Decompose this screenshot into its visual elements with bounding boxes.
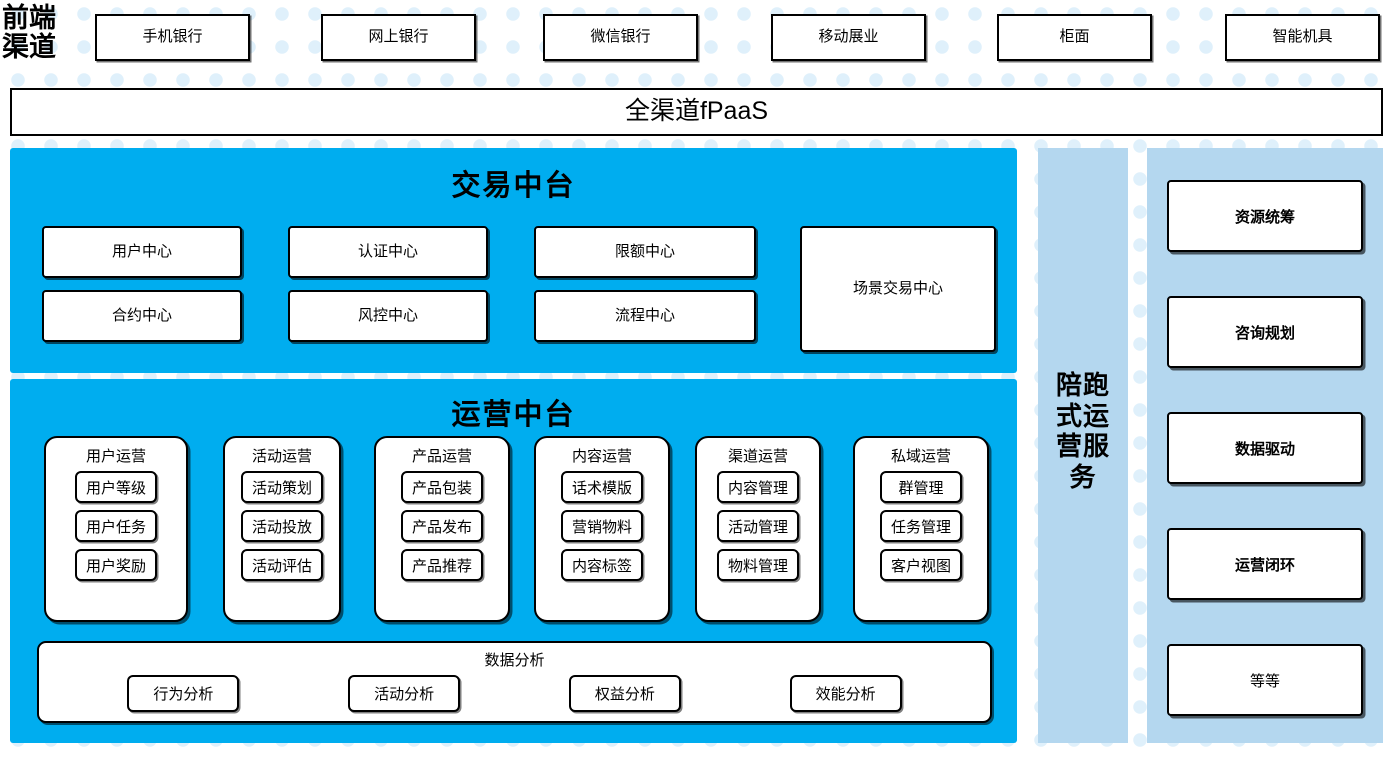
operation-item[interactable]: 内容标签	[561, 549, 643, 581]
data-analysis-item[interactable]: 权益分析	[568, 675, 681, 712]
front-channel-label: 前端 渠道	[2, 3, 82, 63]
operation-item[interactable]: 活动评估	[241, 549, 323, 581]
service-column-label-line4: 务	[1069, 462, 1097, 493]
operation-group-title: 内容运营	[571, 448, 632, 465]
operation-group-user[interactable]: 用户运营 用户等级 用户任务 用户奖励	[44, 436, 188, 622]
front-channel-label-line2: 渠道	[2, 32, 56, 63]
operation-item[interactable]: 产品推荐	[401, 549, 483, 581]
operation-group-items: 内容管理 活动管理 物料管理	[697, 471, 819, 589]
trade-box-risk-center[interactable]: 风控中心	[288, 290, 488, 342]
trade-box-scenario-center[interactable]: 场景交易中心	[800, 226, 996, 352]
data-analysis-item[interactable]: 行为分析	[127, 675, 240, 712]
operation-group-items: 活动策划 活动投放 活动评估	[225, 471, 339, 589]
capability-card-consulting[interactable]: 咨询规划	[1167, 296, 1363, 368]
trade-box-contract-center[interactable]: 合约中心	[42, 290, 242, 342]
service-column-label-line1: 陪跑	[1055, 370, 1110, 400]
operation-platform-panel: 运营中台 用户运营 用户等级 用户任务 用户奖励 活动运营 活动策划 活动投放 …	[10, 379, 1017, 743]
operation-item[interactable]: 话术模版	[561, 471, 643, 503]
operation-group-title: 活动运营	[251, 448, 312, 465]
operation-group-private-domain[interactable]: 私域运营 群管理 任务管理 客户视图	[853, 436, 989, 622]
operation-item[interactable]: 活动管理	[717, 510, 799, 542]
operation-group-title: 产品运营	[411, 448, 472, 465]
operation-item[interactable]: 群管理	[880, 471, 962, 503]
trade-box-process-center[interactable]: 流程中心	[534, 290, 756, 342]
operation-item[interactable]: 用户任务	[75, 510, 157, 542]
channel-box-smart-machine[interactable]: 智能机具	[1225, 14, 1380, 61]
operation-group-product[interactable]: 产品运营 产品包装 产品发布 产品推荐	[374, 436, 510, 622]
operation-group-title: 用户运营	[85, 448, 146, 465]
data-analysis-items: 行为分析 活动分析 权益分析 效能分析	[39, 675, 990, 712]
operation-group-activity[interactable]: 活动运营 活动策划 活动投放 活动评估	[223, 436, 341, 622]
operation-group-items: 话术模版 营销物料 内容标签	[536, 471, 668, 589]
trade-box-limit-center[interactable]: 限额中心	[534, 226, 756, 278]
operation-group-content[interactable]: 内容运营 话术模版 营销物料 内容标签	[534, 436, 670, 622]
operation-group-items: 产品包装 产品发布 产品推荐	[376, 471, 508, 589]
service-column-label-line3: 营服	[1055, 431, 1110, 462]
trade-platform-panel: 交易中台 用户中心 认证中心 限额中心 合约中心 风控中心 流程中心 场景交易中…	[10, 148, 1017, 373]
operation-group-items: 群管理 任务管理 客户视图	[855, 471, 987, 589]
trade-box-auth-center[interactable]: 认证中心	[288, 226, 488, 278]
operation-item[interactable]: 营销物料	[561, 510, 643, 542]
operation-group-channel[interactable]: 渠道运营 内容管理 活动管理 物料管理	[695, 436, 821, 622]
fpaas-bar[interactable]: 全渠道fPaaS	[10, 88, 1383, 136]
service-column-label: 陪跑 式运 营服 务	[1038, 370, 1128, 493]
channel-box-wechat-bank[interactable]: 微信银行	[543, 14, 698, 61]
capability-card-etc[interactable]: 等等	[1167, 644, 1363, 716]
front-channel-label-line1: 前端	[2, 3, 56, 33]
operation-item[interactable]: 客户视图	[880, 549, 962, 581]
trade-platform-title: 交易中台	[451, 170, 576, 202]
operation-group-title: 渠道运营	[727, 448, 788, 465]
service-column-label-line2: 式运	[1055, 400, 1110, 431]
operation-item[interactable]: 用户等级	[75, 471, 157, 503]
operation-item[interactable]: 任务管理	[880, 510, 962, 542]
channel-box-mobile-biz[interactable]: 移动展业	[771, 14, 926, 61]
channel-box-counter[interactable]: 柜面	[997, 14, 1152, 61]
capability-card-resource[interactable]: 资源统筹	[1167, 180, 1363, 252]
right-capability-panel: 资源统筹 咨询规划 数据驱动 运营闭环 等等	[1147, 148, 1383, 743]
data-analysis-item[interactable]: 活动分析	[348, 675, 461, 712]
operation-item[interactable]: 物料管理	[717, 549, 799, 581]
operation-platform-title: 运营中台	[451, 399, 576, 431]
operation-item[interactable]: 内容管理	[717, 471, 799, 503]
capability-card-data-driven[interactable]: 数据驱动	[1167, 412, 1363, 484]
data-analysis-title: 数据分析	[484, 652, 545, 669]
operation-group-title: 私域运营	[890, 448, 951, 465]
operation-item[interactable]: 产品包装	[401, 471, 483, 503]
capability-card-closed-loop[interactable]: 运营闭环	[1167, 528, 1363, 600]
operation-item[interactable]: 活动策划	[241, 471, 323, 503]
data-analysis-panel[interactable]: 数据分析 行为分析 活动分析 权益分析 效能分析	[37, 641, 992, 723]
operation-item[interactable]: 活动投放	[241, 510, 323, 542]
operation-item[interactable]: 用户奖励	[75, 549, 157, 581]
operation-group-items: 用户等级 用户任务 用户奖励	[46, 471, 186, 589]
channel-box-online-bank[interactable]: 网上银行	[321, 14, 476, 61]
service-column-panel: 陪跑 式运 营服 务	[1038, 148, 1128, 743]
operation-item[interactable]: 产品发布	[401, 510, 483, 542]
trade-box-user-center[interactable]: 用户中心	[42, 226, 242, 278]
data-analysis-item[interactable]: 效能分析	[789, 675, 902, 712]
channel-box-mobile-bank[interactable]: 手机银行	[95, 14, 250, 61]
